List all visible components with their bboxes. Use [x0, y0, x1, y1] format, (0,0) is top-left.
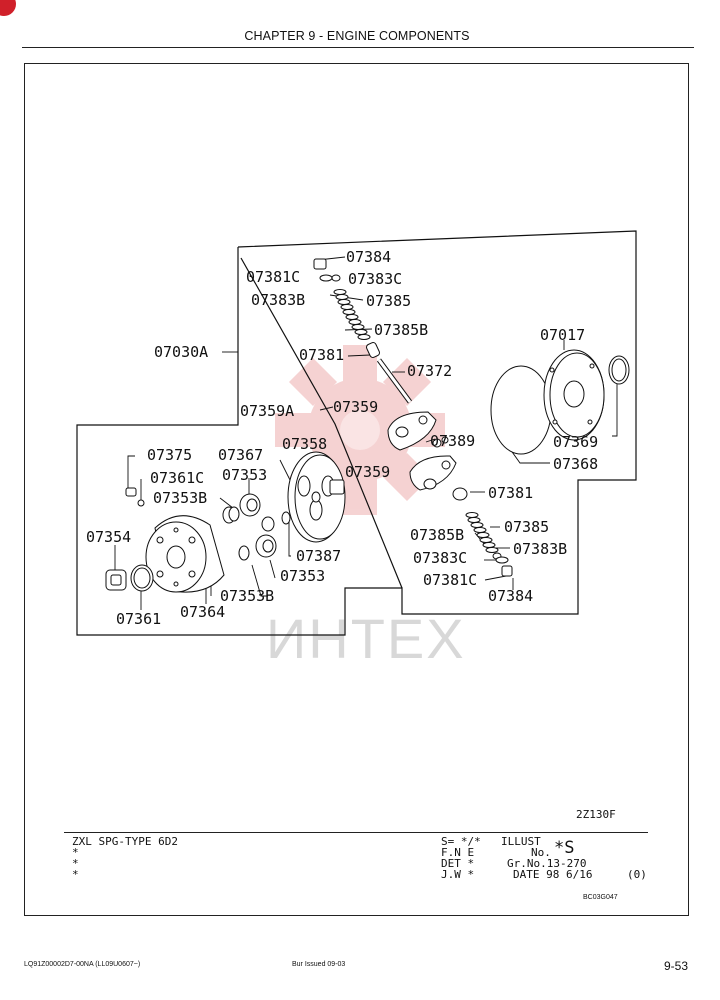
tb-no-label: No.	[531, 846, 551, 859]
assembly-boundary	[76, 230, 637, 636]
label-07384-right: 07384	[488, 587, 533, 605]
clip-07361C	[137, 499, 145, 507]
label-07361C: 07361C	[150, 469, 204, 487]
spring-07385-top	[333, 289, 362, 325]
title-block-line4: *	[72, 868, 79, 881]
label-07381-top: 07381	[299, 346, 344, 364]
leader-lines	[114, 256, 618, 610]
tb-illust-label: ILLUST	[501, 835, 541, 848]
label-07358: 07358	[282, 435, 327, 453]
watermark-text: ИНТЕХ	[266, 607, 466, 670]
label-07367: 07367	[218, 446, 263, 464]
label-07385B-top: 07385B	[374, 321, 428, 339]
illust-number: *S	[554, 838, 575, 858]
label-07364: 07364	[180, 603, 225, 621]
label-07353B-b: 07353B	[220, 587, 274, 605]
label-07383B-right: 07383B	[513, 540, 567, 558]
tb-det: DET *	[441, 857, 475, 870]
label-07359-top: 07359	[333, 398, 378, 416]
label-07353B-a: 07353B	[153, 489, 207, 507]
figure-frame	[24, 63, 689, 916]
label-07359A: 07359A	[240, 402, 294, 420]
label-07354: 07354	[86, 528, 131, 546]
title-block-left: ZXL SPG-TYPE 6D2 * * *	[72, 836, 178, 880]
tb-group-number: Gr.No.13-270	[507, 857, 587, 870]
label-07359-mid: 07359	[345, 463, 390, 481]
title-block-line2: *	[72, 846, 79, 859]
tb-scale: S= */*	[441, 835, 481, 848]
screw-07375	[125, 487, 137, 497]
label-07383C-right: 07383C	[413, 549, 467, 567]
label-07368: 07368	[553, 455, 598, 473]
label-07381C-top: 07381C	[246, 268, 300, 286]
part-shapes	[105, 258, 630, 593]
label-07381C-right: 07381C	[423, 571, 477, 589]
tb-fn: F.N E	[441, 846, 475, 859]
label-07383B-top: 07383B	[251, 291, 305, 309]
label-07030A: 07030A	[154, 343, 208, 361]
spring-07385-right	[476, 532, 499, 553]
page-header-title: CHAPTER 9 - ENGINE COMPONENTS	[244, 29, 470, 43]
plug-07384-top	[313, 258, 327, 270]
label-07385B-right: 07385B	[410, 526, 464, 544]
tb-date: DATE 98 6/16	[513, 868, 593, 881]
label-07385-top: 07385	[366, 292, 411, 310]
pin-07389	[432, 438, 442, 448]
drawing-code: BC03G047	[583, 894, 618, 901]
label-07389: 07389	[430, 432, 475, 450]
label-07369: 07369	[553, 433, 598, 451]
label-07384-top: 07384	[346, 248, 391, 266]
plug-07384-right	[501, 565, 513, 577]
spring-07385B-top	[351, 324, 371, 340]
figure-reference: 2Z130F	[576, 808, 616, 821]
label-07353-a: 07353	[222, 466, 267, 484]
header-rule	[22, 47, 694, 48]
label-07017: 07017	[540, 326, 585, 344]
label-07385-right: 07385	[504, 518, 549, 536]
valve-07381-top	[365, 342, 381, 358]
label-07387: 07387	[296, 547, 341, 565]
title-block-rule	[64, 832, 648, 833]
bushing-07353B-b	[238, 545, 250, 561]
gasket-07368	[490, 365, 552, 455]
washer-07367	[261, 516, 275, 532]
label-07375: 07375	[147, 446, 192, 464]
footer-doc-code: LQ91Z00002D7-00NA (LL09U0607~)	[24, 961, 141, 968]
corner-badge	[0, 0, 16, 16]
label-07383C-top: 07383C	[348, 270, 402, 288]
footer-issued: Bur Issued 09-03	[292, 961, 346, 968]
label-07381-right: 07381	[488, 484, 533, 502]
spring-07385B-right	[465, 512, 487, 533]
tb-revision: (0)	[627, 868, 647, 881]
title-block-model: ZXL SPG-TYPE 6D2	[72, 835, 178, 848]
footer-page-number: 9-53	[664, 959, 689, 973]
label-07372: 07372	[407, 362, 452, 380]
weight-07359-top	[387, 411, 437, 451]
valve-07381-right	[452, 487, 468, 501]
title-block-line3: *	[72, 857, 79, 870]
tb-jw: J.W *	[441, 868, 475, 881]
part-labels: 07384 07381C 07383C 07383B 07385 07385B …	[86, 248, 598, 628]
label-07361: 07361	[116, 610, 161, 628]
label-07353-b: 07353	[280, 567, 325, 585]
